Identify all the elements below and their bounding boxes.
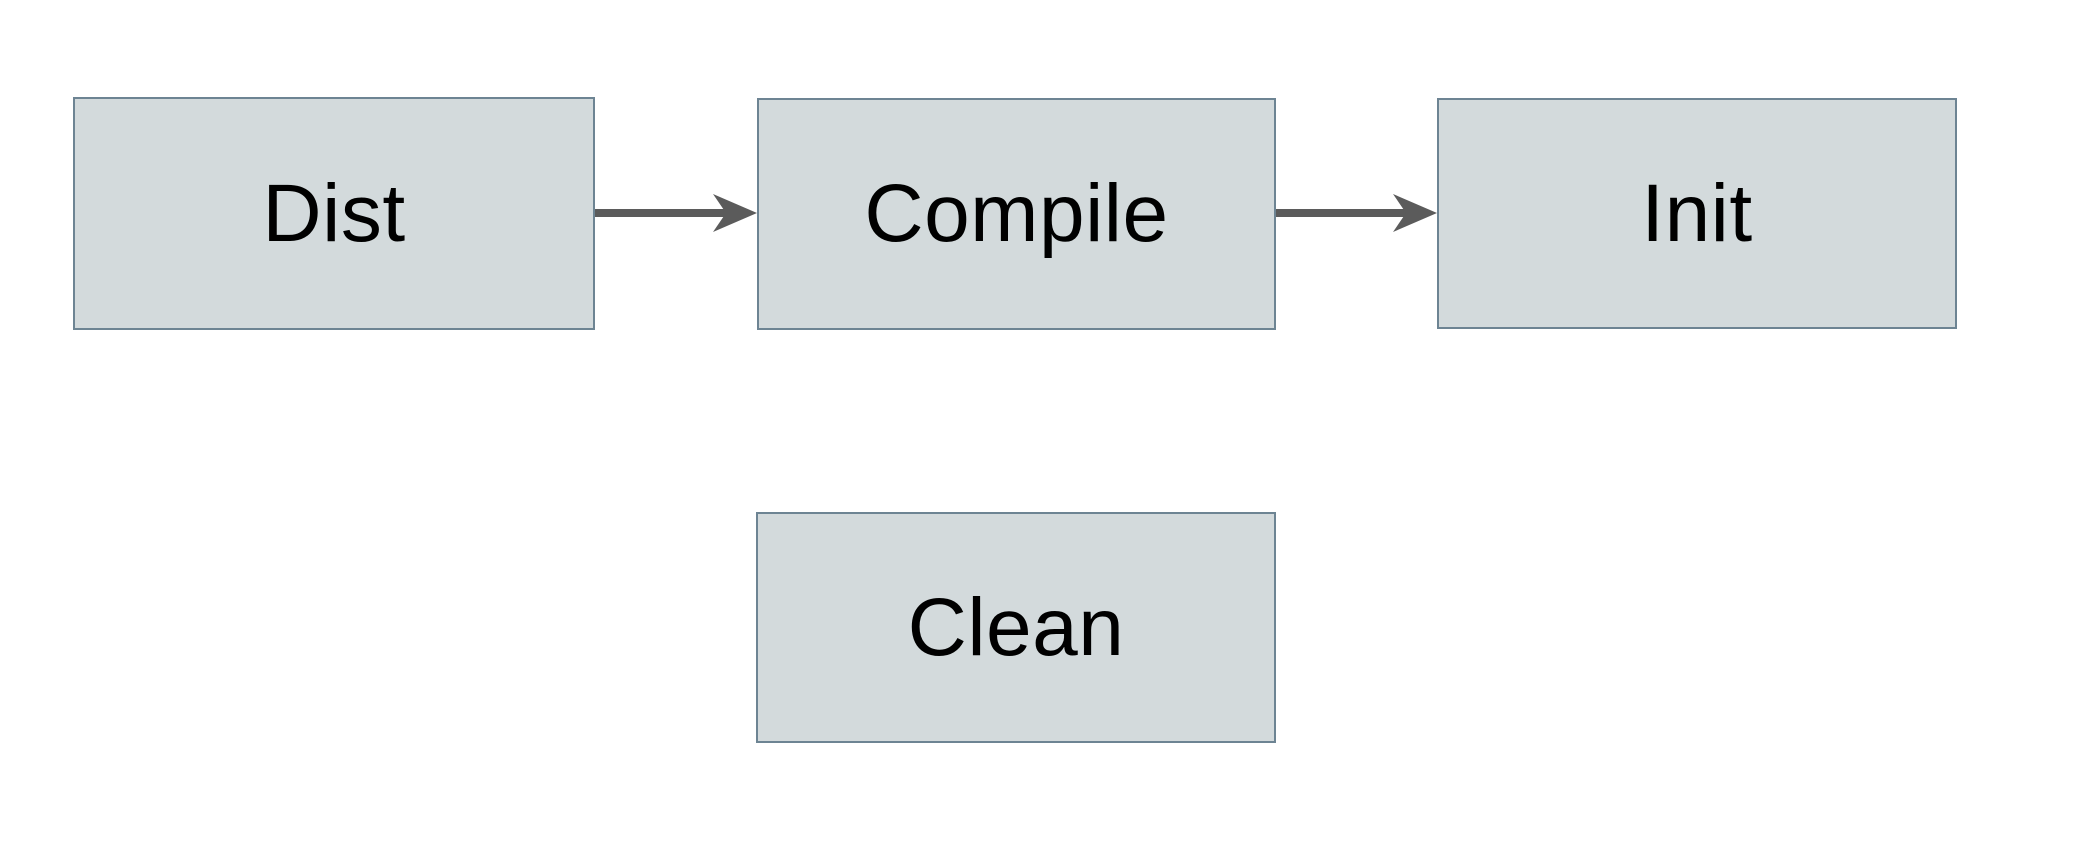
node-init: Init <box>1437 98 1957 329</box>
arrow-compile-to-init-icon <box>1276 194 1437 232</box>
node-compile: Compile <box>757 98 1276 330</box>
node-clean: Clean <box>756 512 1276 743</box>
node-dist: Dist <box>73 97 595 330</box>
node-dist-label: Dist <box>262 167 406 259</box>
arrow-dist-to-compile-icon <box>595 194 757 232</box>
node-compile-label: Compile <box>864 168 1169 259</box>
node-init-label: Init <box>1641 167 1753 259</box>
node-clean-label: Clean <box>907 581 1125 673</box>
